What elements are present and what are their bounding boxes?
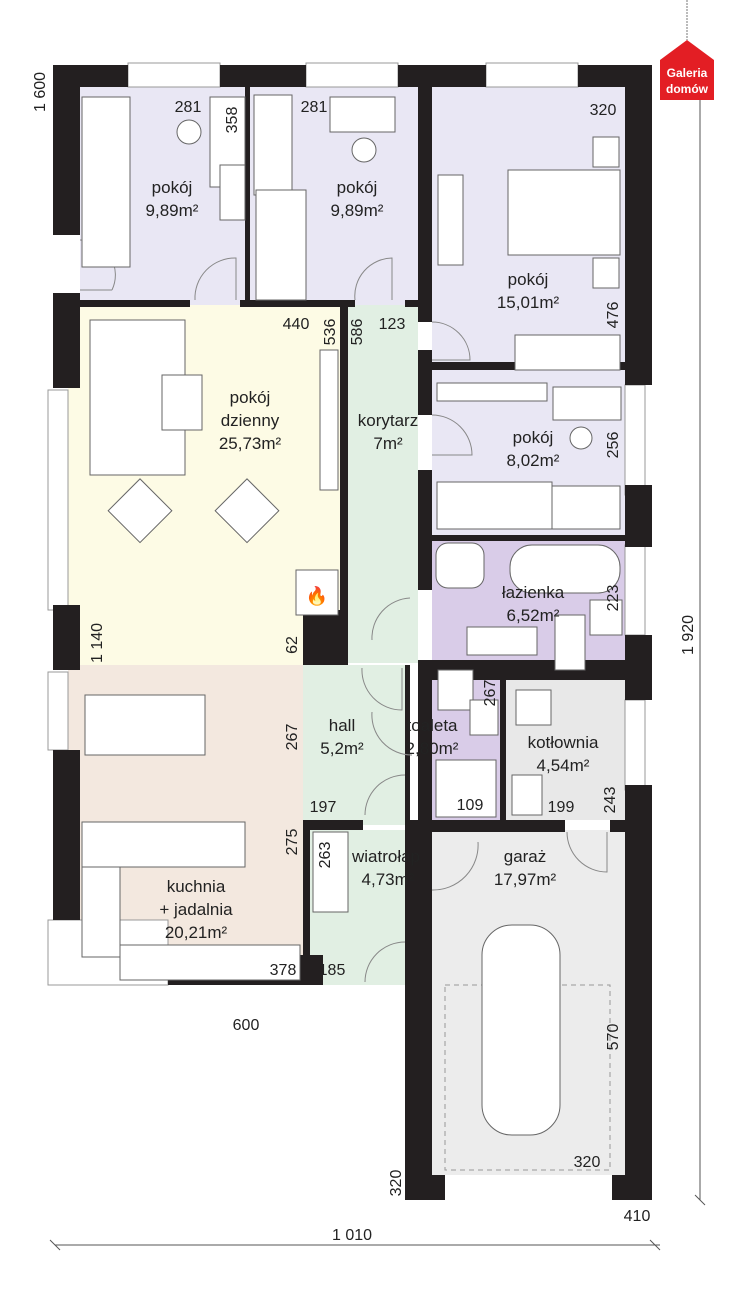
dimension: 267 xyxy=(284,724,301,751)
room-area: 9,89m² xyxy=(146,201,199,220)
dimension: 197 xyxy=(310,799,337,816)
logo-text-line1: Galeria xyxy=(667,66,708,80)
room-corridor xyxy=(348,305,418,663)
room-name: pokój xyxy=(513,428,554,447)
dimension: 1 600 xyxy=(32,72,49,112)
dimension: 378 xyxy=(270,962,297,979)
room-name: toaleta xyxy=(406,716,458,735)
dimension: 281 xyxy=(175,99,202,116)
dimension: 243 xyxy=(602,787,619,814)
dimension: 476 xyxy=(605,302,622,329)
room-name: wiatrołap xyxy=(351,847,420,866)
dimension: 1 140 xyxy=(89,623,106,663)
room-area: 20,21m² xyxy=(165,923,228,942)
dimension: 256 xyxy=(605,432,622,459)
logo-text-line2: domów xyxy=(666,82,709,96)
dimension: 263 xyxy=(317,842,334,869)
room-area: 8,02m² xyxy=(507,451,560,470)
room-name: pokój xyxy=(152,178,193,197)
dimension: 199 xyxy=(548,799,575,816)
fireplace-icon: 🔥 xyxy=(306,585,328,606)
room-name: + jadalnia xyxy=(159,900,233,919)
dimension-labels: 1 600 281 358 281 320 476 440 536 586 12… xyxy=(32,72,697,1244)
dimension: 109 xyxy=(457,797,484,814)
dimension: 600 xyxy=(233,1017,260,1034)
dimension: 267 xyxy=(482,680,499,707)
room-name: garaż xyxy=(504,847,547,866)
room-name: pokój xyxy=(337,178,378,197)
room-area: 9,89m² xyxy=(331,201,384,220)
room-name: dzienny xyxy=(221,411,280,430)
room-name: kotłownia xyxy=(528,733,599,752)
dimension: 358 xyxy=(224,107,241,134)
dimension: 536 xyxy=(322,319,339,346)
room-name: pokój xyxy=(230,388,271,407)
dimension: 185 xyxy=(319,962,346,979)
dimension: 223 xyxy=(605,585,622,612)
room-name: korytarz xyxy=(358,411,418,430)
galeria-domow-logo: Galeria domów xyxy=(660,0,714,100)
room-area: 25,73m² xyxy=(219,434,282,453)
room-area: 2,80m² xyxy=(406,739,459,758)
room-area: 6,52m² xyxy=(507,606,560,625)
dimension: 320 xyxy=(590,102,617,119)
room-area: 17,97m² xyxy=(494,870,557,889)
doors xyxy=(79,239,608,983)
dimension: 570 xyxy=(605,1024,622,1051)
dimension: 320 xyxy=(388,1170,405,1197)
room-labels: pokój 9,89m² pokój 9,89m² pokój 15,01m² … xyxy=(146,178,599,942)
room-area: 5,2m² xyxy=(320,739,364,758)
room-name: hall xyxy=(329,716,355,735)
room-area: 4,54m² xyxy=(537,756,590,775)
dimension: 1 920 xyxy=(680,615,697,655)
room-hall xyxy=(303,665,408,825)
dimension: 586 xyxy=(349,319,366,346)
furniture: 🔥 xyxy=(81,94,623,1171)
room-name: łazienka xyxy=(502,583,565,602)
dimension: 281 xyxy=(301,99,328,116)
dimension: 320 xyxy=(574,1154,601,1171)
room-name: pokój xyxy=(508,270,549,289)
dimension-lines xyxy=(49,65,706,1251)
dimension: 440 xyxy=(283,316,310,333)
dimension: 1 010 xyxy=(332,1227,372,1244)
dimension: 275 xyxy=(284,829,301,856)
dimension: 123 xyxy=(379,316,406,333)
room-name: kuchnia xyxy=(167,877,226,896)
dimension: 62 xyxy=(284,636,301,654)
room-area: 4,73m² xyxy=(362,870,415,889)
dimension: 410 xyxy=(624,1208,651,1225)
room-area: 7m² xyxy=(373,434,403,453)
room-area: 15,01m² xyxy=(497,293,560,312)
car-icon xyxy=(481,924,561,1136)
